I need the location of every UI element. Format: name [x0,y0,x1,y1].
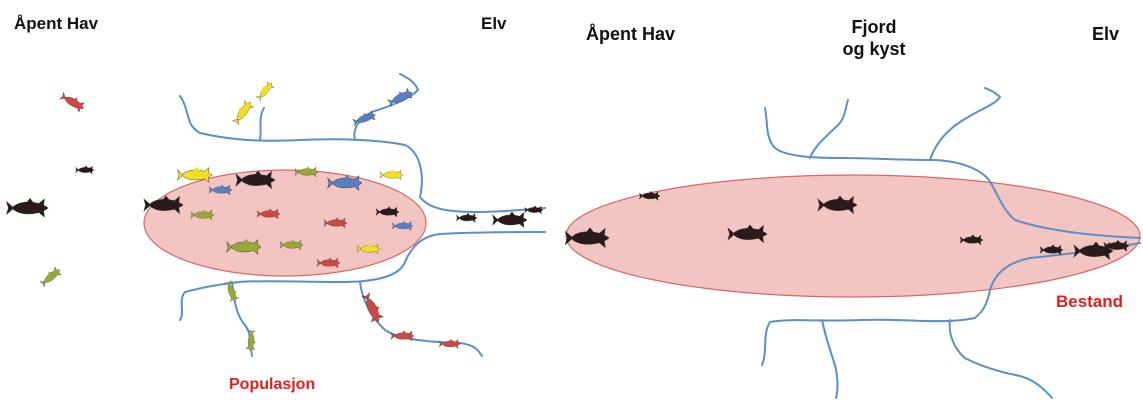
fish-icon [39,265,63,288]
fish-icon [386,87,414,108]
fish-icon [59,91,87,114]
fish-icon [493,212,528,228]
fish-icon [391,331,414,342]
fish-icon [7,198,48,217]
left-open-sea-label: Åpent Hav [14,14,98,34]
right-open-sea-label: Åpent Hav [586,24,675,45]
fish-icon [255,80,276,102]
left-fish-group [7,80,543,351]
fish-icon [380,170,403,181]
fish-icon [76,166,94,174]
fjord-label: Fjord og kyst [834,16,914,60]
fish-icon [360,292,385,325]
fish-icon [525,206,543,214]
fjord-label-line1: Fjord [834,16,914,38]
population-ellipse [144,170,426,276]
fish-icon [178,167,213,183]
fish-icon [246,330,257,351]
fjord-label-line2: og kyst [834,38,914,60]
right-panel [566,88,1140,398]
fish-icon [439,339,460,348]
fish-icon [456,213,477,222]
stock-label: Bestand [1056,292,1123,312]
population-label: Populasjon [229,376,315,394]
left-river-label: Elv [481,14,507,34]
fish-icon [231,99,255,126]
right-river-label: Elv [1092,24,1119,45]
